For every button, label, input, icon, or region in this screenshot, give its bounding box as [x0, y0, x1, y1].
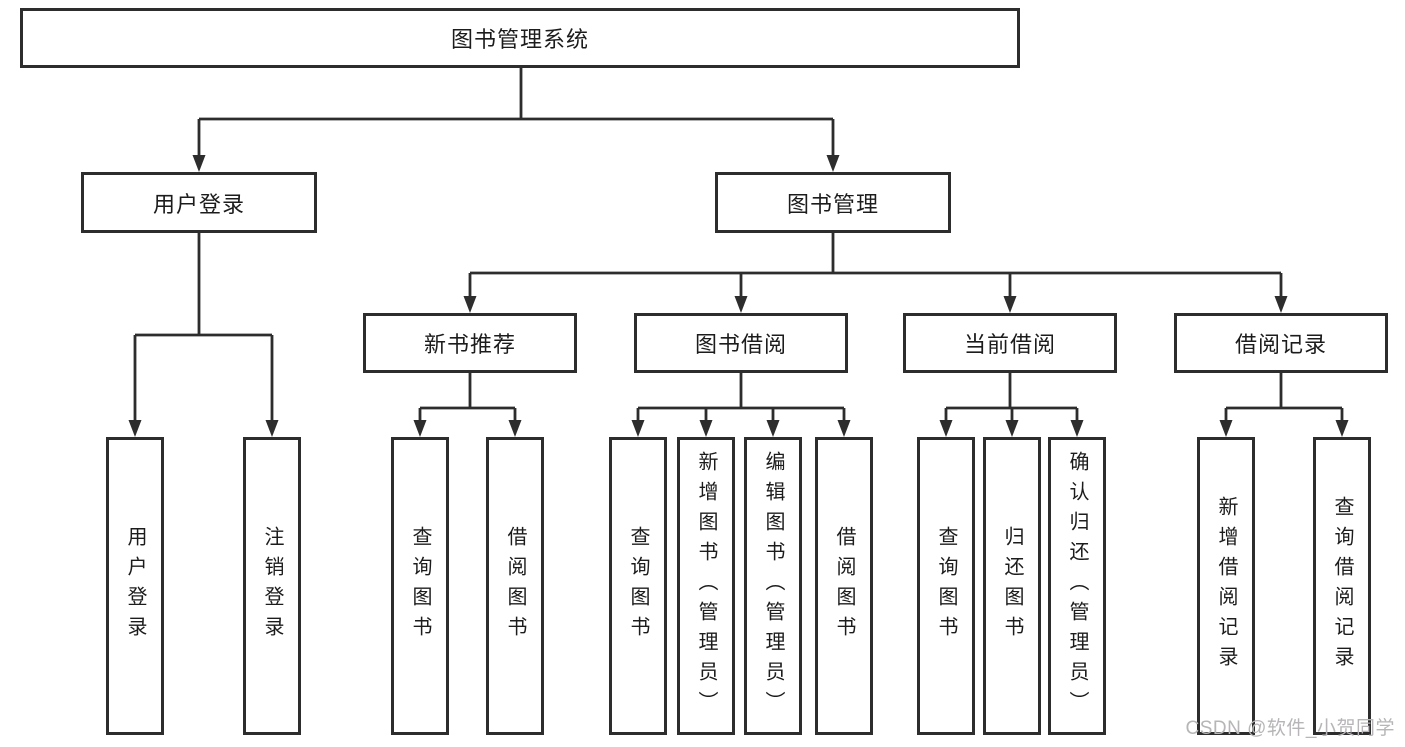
leaf-user-login: 用户登录: [106, 437, 164, 735]
leaf-borrow-edit-books-admin-label: 编辑图书（管理员）: [762, 451, 784, 721]
connector-currentborrow-to-leaves: [939, 373, 1084, 437]
root-node-library-system: 图书管理系统: [20, 8, 1020, 68]
leaf-newbook-query-books-label: 查询图书: [409, 526, 431, 646]
connector-newbook-to-leaves: [413, 373, 522, 437]
leaf-borrow-borrow-books-label: 借阅图书: [833, 526, 855, 646]
root-node-label: 图书管理系统: [450, 27, 589, 52]
leaf-add-borrow-record-label: 新增借阅记录: [1215, 496, 1237, 676]
leaf-logout-login: 注销登录: [243, 437, 301, 735]
node-new-book-recommend: 新书推荐: [363, 313, 577, 373]
leaf-current-query-books: 查询图书: [917, 437, 975, 735]
leaf-current-query-books-label: 查询图书: [935, 526, 957, 646]
leaf-query-borrow-record-label: 查询借阅记录: [1331, 496, 1353, 676]
node-user-login: 用户登录: [81, 172, 317, 233]
csdn-watermark: CSDN @软件_小贺同学: [1185, 718, 1395, 739]
leaf-borrow-add-books-admin: 新增图书（管理员）: [677, 437, 735, 735]
node-borrow-records-label: 借阅记录: [1234, 332, 1327, 357]
leaf-newbook-borrow-books-label: 借阅图书: [504, 526, 526, 646]
node-new-book-recommend-label: 新书推荐: [423, 332, 516, 357]
leaf-borrow-borrow-books: 借阅图书: [815, 437, 873, 735]
leaf-query-borrow-record: 查询借阅记录: [1313, 437, 1371, 735]
node-user-login-label: 用户登录: [152, 191, 245, 217]
leaf-newbook-query-books: 查询图书: [391, 437, 449, 735]
node-current-borrow-label: 当前借阅: [963, 332, 1056, 357]
connector-bookborrow-to-leaves: [631, 373, 851, 437]
leaf-current-return-books-label: 归还图书: [1001, 526, 1023, 646]
connector-bookmgmt-to-level3: [463, 233, 1288, 313]
node-book-management-label: 图书管理: [786, 191, 879, 217]
leaf-user-login-label: 用户登录: [124, 526, 146, 646]
node-book-borrow-label: 图书借阅: [694, 332, 787, 357]
leaf-current-confirm-return-admin-label: 确认归还（管理员）: [1066, 451, 1088, 721]
node-book-borrow: 图书借阅: [634, 313, 848, 373]
leaf-add-borrow-record: 新增借阅记录: [1197, 437, 1255, 735]
leaf-current-return-books: 归还图书: [983, 437, 1041, 735]
leaf-borrow-add-books-admin-label: 新增图书（管理员）: [695, 451, 717, 721]
leaf-newbook-borrow-books: 借阅图书: [486, 437, 544, 735]
connector-borrowrecord-to-leaves: [1219, 373, 1349, 437]
leaf-borrow-edit-books-admin: 编辑图书（管理员）: [744, 437, 802, 735]
leaf-logout-login-label: 注销登录: [261, 526, 283, 646]
leaf-current-confirm-return-admin: 确认归还（管理员）: [1048, 437, 1106, 735]
node-book-management: 图书管理: [715, 172, 951, 233]
connector-root-to-level2: [192, 68, 840, 172]
node-current-borrow: 当前借阅: [903, 313, 1117, 373]
leaf-borrow-query-books: 查询图书: [609, 437, 667, 735]
node-borrow-records: 借阅记录: [1174, 313, 1388, 373]
leaf-borrow-query-books-label: 查询图书: [627, 526, 649, 646]
connector-userlogin-to-leaves: [128, 233, 279, 437]
